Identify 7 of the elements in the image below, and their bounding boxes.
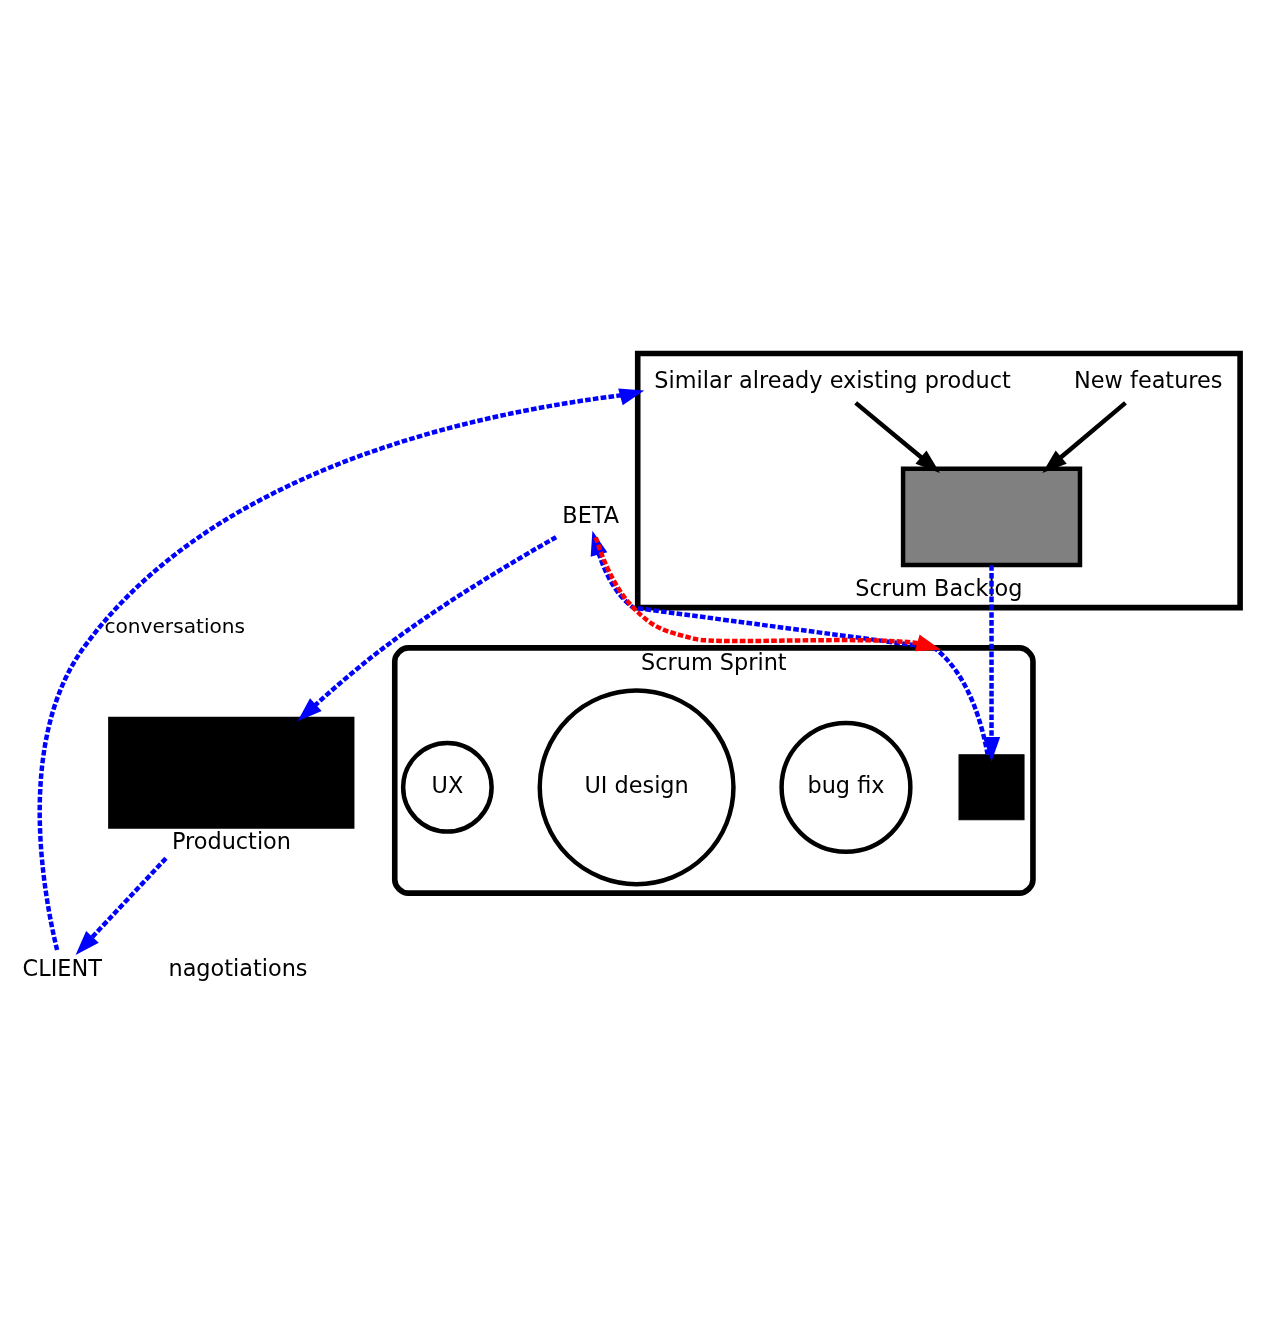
node-text: Similar already existing product	[654, 366, 1011, 393]
node-label: Production	[171, 827, 291, 854]
edge-label: conversations	[104, 613, 246, 638]
label: nagotiations	[168, 954, 308, 981]
node-text: CLIENT	[22, 954, 102, 981]
node-text: New features	[1074, 366, 1223, 393]
node-text: BETA	[562, 501, 620, 527]
